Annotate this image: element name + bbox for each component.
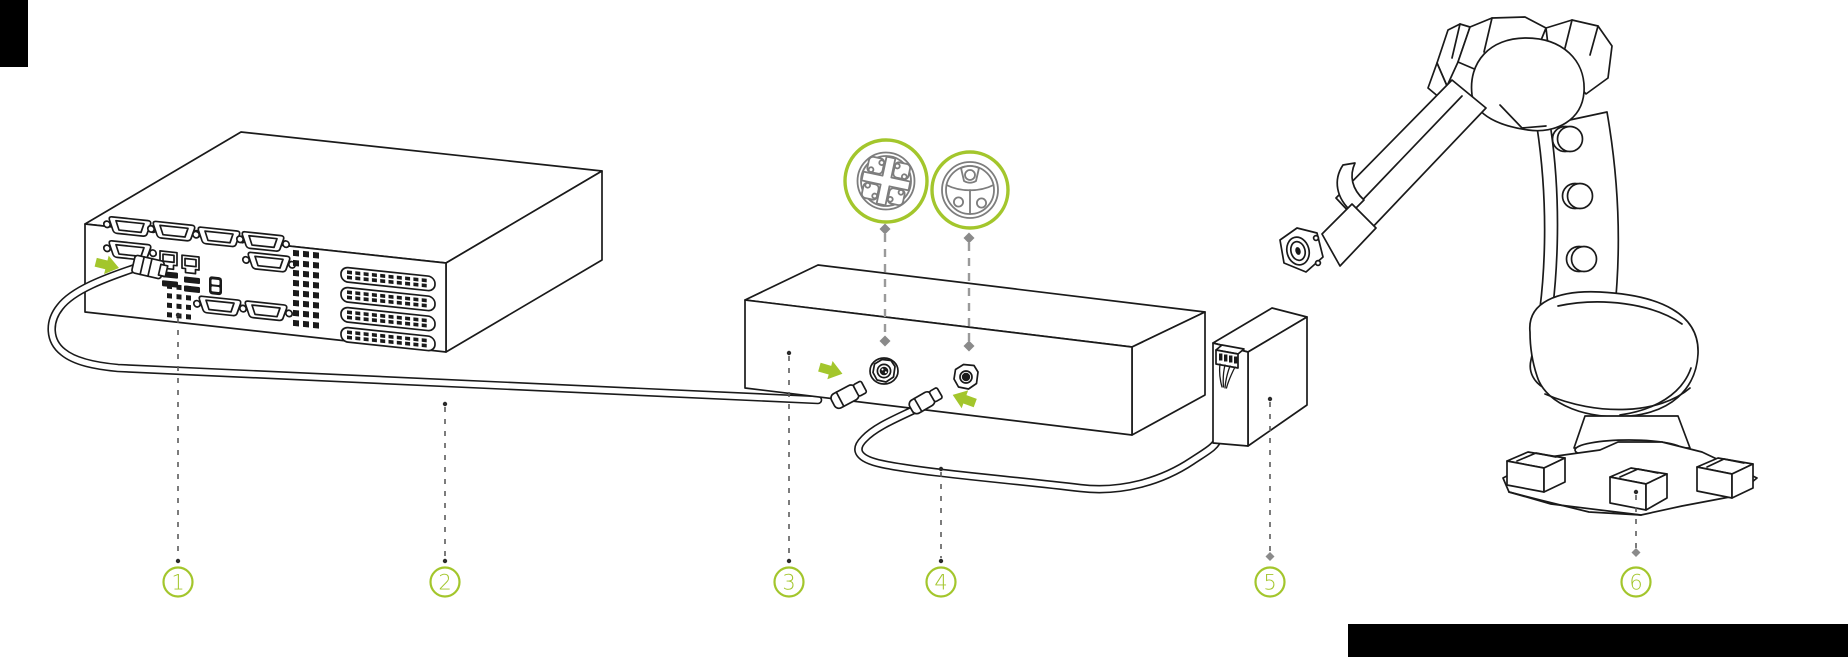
base-corner-block	[1609, 467, 1668, 511]
industrial-pc	[84, 131, 603, 353]
power-io-connector-face	[930, 150, 1010, 230]
robot-elbow-joint	[1427, 16, 1613, 132]
callout-circle-5	[1254, 566, 1286, 598]
power-connector	[953, 363, 979, 390]
numbered-callouts: 1 2 3 4 5 6	[162, 312, 1652, 598]
robot-shoulder	[1529, 290, 1699, 418]
power-plug-sensor-end	[908, 387, 943, 415]
ethernet-plug-pc-end	[131, 254, 169, 280]
ethernet-cable	[47, 262, 823, 405]
callout-number-6: 6	[1629, 571, 1642, 595]
callout-number-1: 1	[171, 571, 184, 595]
terminal-block	[1212, 307, 1308, 447]
callout-number-3: 3	[782, 571, 795, 595]
power-cable	[854, 387, 1227, 494]
robot-column-holes	[1551, 125, 1598, 273]
robot-base	[1502, 415, 1758, 516]
base-corner-block	[1696, 457, 1754, 499]
io-dot-grid	[293, 249, 319, 329]
callout-circle-2	[429, 566, 461, 598]
base-corner-block	[1506, 451, 1566, 493]
callout-circle-1	[162, 566, 194, 598]
forearm-collar	[1336, 162, 1365, 213]
display-port	[209, 276, 222, 296]
callout-sensor-unit: 3	[773, 350, 805, 598]
sensor-unit	[744, 264, 1206, 436]
ethernet-plug-sensor-end	[830, 380, 868, 410]
robot-forearm	[1335, 79, 1487, 233]
callout-number-5: 5	[1263, 571, 1276, 595]
callout-power-cable: 4	[925, 466, 957, 598]
callout-circle-6	[1620, 566, 1652, 598]
callout-number-2: 2	[438, 571, 451, 595]
callout-industrial-pc: 1	[162, 312, 194, 598]
callout-number-4: 4	[934, 571, 947, 595]
callout-robot-base: 6	[1620, 489, 1652, 598]
expansion-slot-connectors	[340, 266, 436, 352]
terminal-connector	[1215, 344, 1245, 389]
callout-ethernet-cable: 2	[429, 401, 461, 598]
callout-circle-3	[773, 566, 805, 598]
robot	[1279, 16, 1758, 516]
top-left-black-bar	[0, 0, 28, 67]
connector-detail-callouts	[843, 138, 1010, 352]
bottom-right-black-bar	[1348, 624, 1848, 657]
m12-x-coded-ethernet-connector-face	[843, 138, 929, 224]
usb-port	[184, 276, 200, 284]
callout-circle-4	[925, 566, 957, 598]
robot-wrist-camera	[1279, 203, 1377, 273]
m12-ethernet-connector	[869, 357, 899, 385]
callout-terminal-block: 5	[1254, 396, 1286, 598]
